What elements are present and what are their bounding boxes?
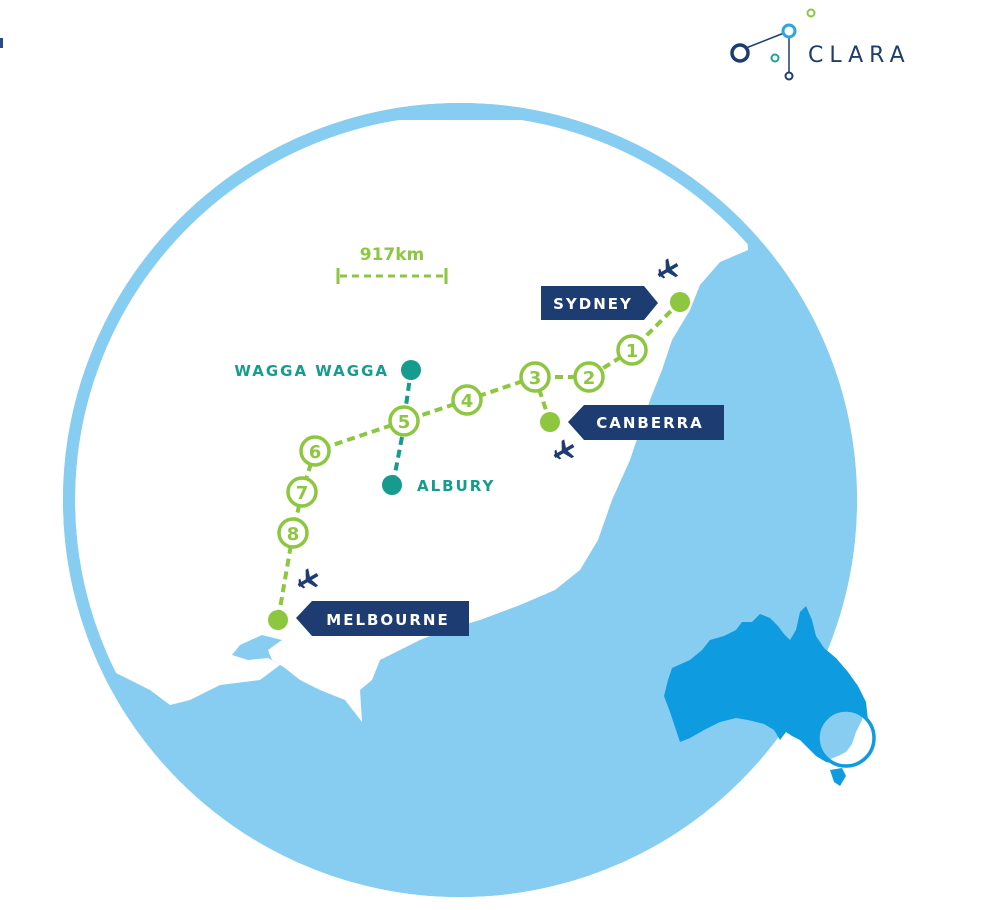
australia-shape xyxy=(664,606,868,764)
airplane-icon xyxy=(657,258,679,279)
inset-highlight-circle xyxy=(816,708,876,768)
sydney-label: SYDNEY xyxy=(553,295,633,313)
svg-text:3: 3 xyxy=(529,368,542,389)
svg-text:6: 6 xyxy=(309,442,322,463)
scale-bar: 917km xyxy=(336,245,448,284)
stop-7[interactable]: 7 xyxy=(286,476,318,508)
main-circle xyxy=(63,103,857,897)
branch-line: WAGGA WAGGA ALBURY xyxy=(234,360,495,495)
svg-text:7: 7 xyxy=(296,483,309,504)
logo-node-blue xyxy=(781,23,797,39)
airplane-icon xyxy=(553,439,575,460)
logo-node-navy xyxy=(730,43,750,63)
albury-label: ALBURY xyxy=(417,477,495,495)
canberra-label: CANBERRA xyxy=(596,414,704,432)
tasmania-shape xyxy=(830,768,846,786)
stop-5[interactable]: 5 xyxy=(388,405,420,437)
stop-3[interactable]: 3 xyxy=(519,361,551,393)
wagga-wagga-marker[interactable] xyxy=(401,360,421,380)
svg-text:5: 5 xyxy=(398,412,411,433)
stop-4[interactable]: 4 xyxy=(451,384,483,416)
melbourne-label: MELBOURNE xyxy=(326,611,449,629)
australia-inset xyxy=(664,606,876,786)
logo-text: CLARA xyxy=(808,43,911,68)
stop-8[interactable]: 8 xyxy=(277,517,309,549)
albury-marker[interactable] xyxy=(382,475,402,495)
logo-node-green xyxy=(806,8,816,18)
svg-text:2: 2 xyxy=(583,368,596,389)
stop-6[interactable]: 6 xyxy=(299,435,331,467)
stop-markers: 1 2 3 4 5 6 7 8 xyxy=(277,334,648,549)
stop-2[interactable]: 2 xyxy=(573,361,605,393)
logo-node-small xyxy=(784,71,794,81)
canberra-tag[interactable]: CANBERRA xyxy=(568,405,724,440)
melbourne-tag[interactable]: MELBOURNE xyxy=(296,601,469,636)
logo-node-teal xyxy=(770,53,780,63)
canberra-marker[interactable] xyxy=(540,412,560,432)
wagga-wagga-label: WAGGA WAGGA xyxy=(234,362,389,380)
sydney-marker[interactable] xyxy=(670,292,690,312)
edge-mark xyxy=(0,38,3,48)
clara-logo: CLARA xyxy=(730,8,911,81)
stop-1[interactable]: 1 xyxy=(616,334,648,366)
sydney-tag[interactable]: SYDNEY xyxy=(541,286,658,320)
svg-text:1: 1 xyxy=(626,341,639,362)
airplane-icon xyxy=(297,568,319,589)
scale-label: 917km xyxy=(360,245,425,265)
svg-text:4: 4 xyxy=(461,391,474,412)
svg-text:8: 8 xyxy=(287,524,300,545)
melbourne-marker[interactable] xyxy=(268,610,288,630)
